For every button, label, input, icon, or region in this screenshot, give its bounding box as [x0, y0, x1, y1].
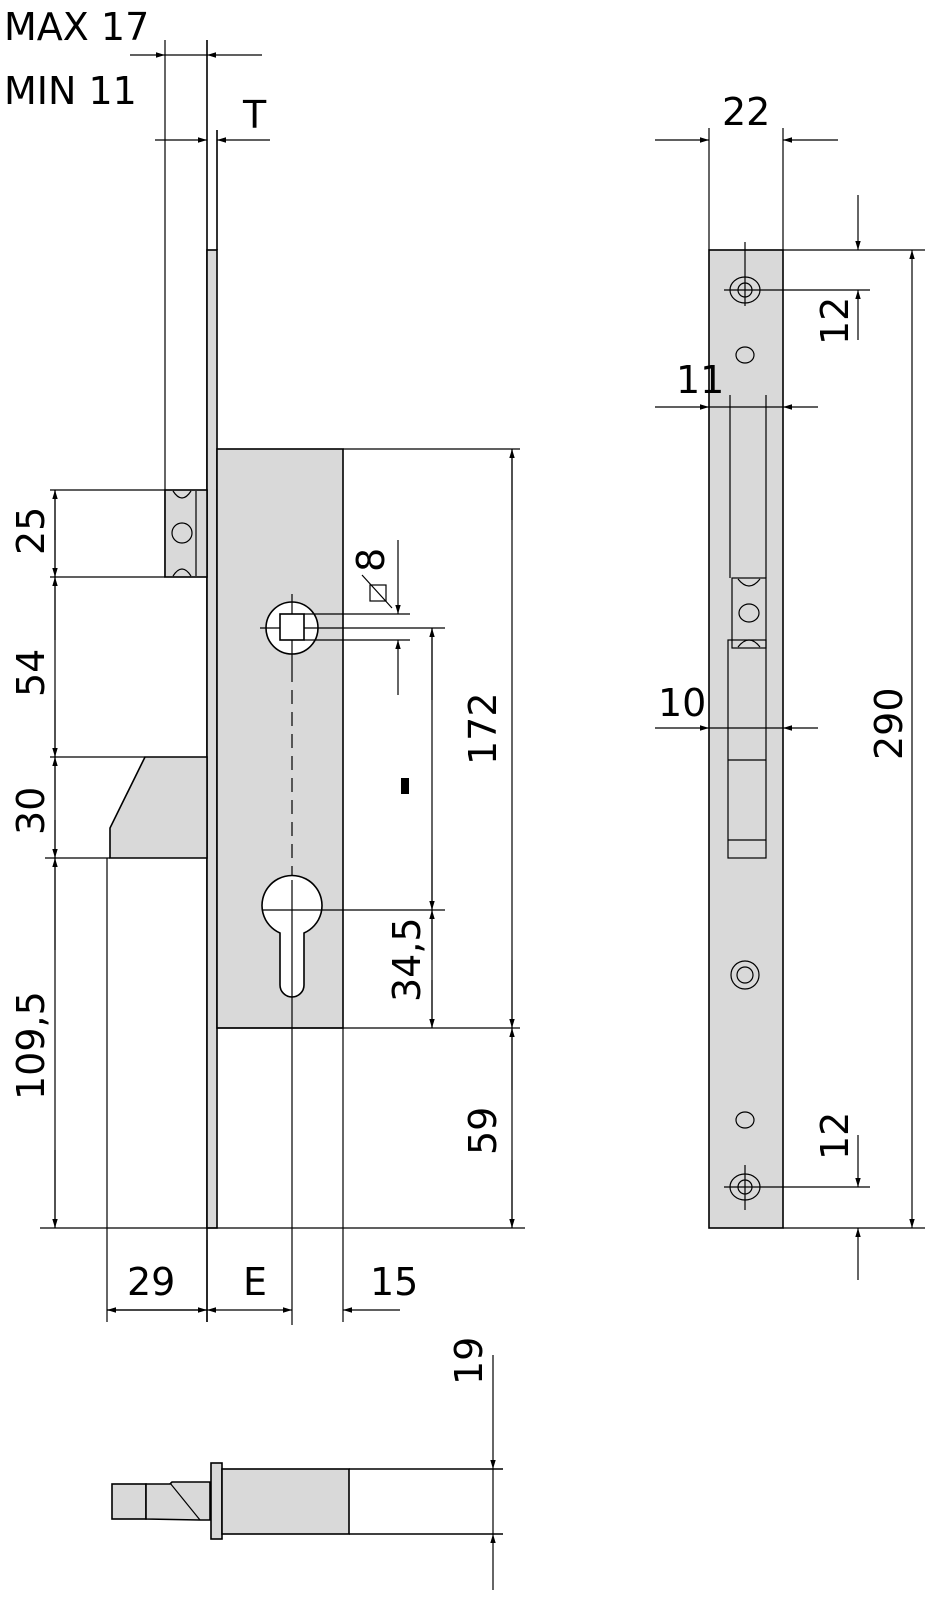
screw-hole-bottom: [724, 1165, 870, 1210]
dim-19: 19: [447, 1337, 491, 1385]
bolt-body: [221, 1468, 350, 1535]
dim-109-5: 109,5: [9, 991, 53, 1100]
latch-roller-front: [731, 577, 767, 649]
dim-10: 10: [658, 681, 706, 725]
dim-54: 54: [9, 649, 53, 697]
dim-11: 11: [676, 358, 724, 402]
dim-e: E: [243, 1260, 267, 1304]
dim-22: 22: [722, 90, 770, 134]
dim-59: 59: [461, 1107, 505, 1155]
screw-hole-top: [724, 242, 870, 306]
roller-latch: [164, 489, 208, 578]
i-mark: [401, 778, 409, 794]
faceplate: [708, 249, 784, 1229]
max-label: MAX 17: [4, 5, 149, 49]
t-label: T: [242, 93, 267, 137]
dim-15: 15: [370, 1260, 418, 1304]
cylinder-hole: [261, 874, 445, 1325]
faceplate-view: 22 290 12 11: [655, 90, 925, 1280]
spindle-hole: [260, 594, 445, 668]
flange: [210, 1462, 223, 1540]
dim-30: 30: [9, 787, 53, 835]
hole: [735, 1111, 755, 1129]
dim-29: 29: [127, 1260, 175, 1304]
dim-172: 172: [461, 692, 505, 765]
dim-25: 25: [9, 507, 53, 555]
deadbolt-front: [727, 639, 767, 859]
min-label: MIN 11: [4, 69, 137, 113]
cylinder-ring: [730, 960, 760, 990]
square-symbol: [361, 574, 393, 609]
dim-290: 290: [867, 687, 911, 760]
dim-12-top: 12: [813, 297, 857, 345]
faceplate-edge: [206, 249, 218, 1229]
hole: [735, 346, 755, 364]
deadbolt: [109, 756, 208, 859]
dim-8: 8: [349, 548, 393, 572]
dim-34-5: 34,5: [385, 917, 429, 1002]
dim-12-bottom: 12: [813, 1112, 857, 1160]
side-view: MAX 17 MIN 11 T 25 54 30 109,5 29 E 15: [4, 5, 525, 1325]
bolt-top-view: 19: [111, 1337, 503, 1590]
